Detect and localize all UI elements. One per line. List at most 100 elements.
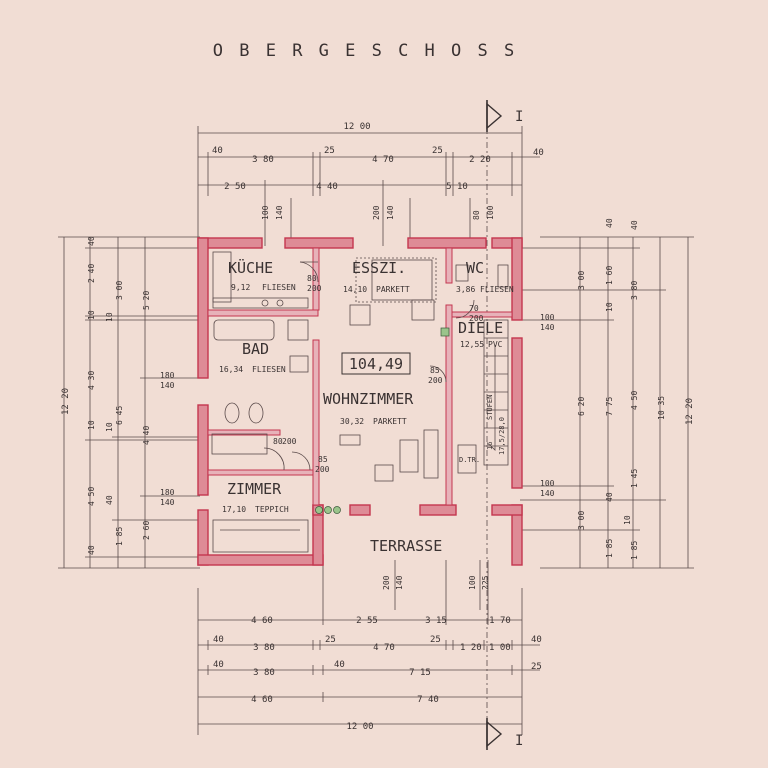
dim-right-c3-2: 1 85 [630,541,639,560]
door-zimmer-height: 200 [315,465,330,474]
fixtures [211,251,509,553]
stairs-ratio: 17,5/28,0 [498,417,506,455]
dim-left-c1-5: 4 50 [87,487,96,506]
dim-right-c1-3: 4 50 [630,391,639,410]
dim-bot-r2-1: 3 80 [253,643,275,653]
dim-top-r1-6: 40 [533,148,544,158]
exterior-walls [197,237,523,566]
dim-bot-r4-0: 4 60 [251,695,273,705]
room-zimmer-floor: TEPPICH [255,505,289,514]
room-zimmer-name: ZIMMER [227,480,282,498]
dim-right-c2-0: 3 00 [577,271,586,290]
dim-left-c3-2: 2 60 [142,521,151,540]
room-diele-name: DIELE [458,319,503,337]
dim-bot-r1-2: 3 15 [425,616,447,626]
dim-bot-total: 12 00 [346,722,373,732]
dim-bot-r3-2: 40 [334,660,345,670]
room-bad-name: BAD [242,340,269,358]
room-wohnzimmer-name: WOHNZIMMER [323,390,414,408]
dim-left-c1-0: 40 [87,236,96,246]
dim-left-c1-6: 40 [87,545,96,555]
dim-right-win-1-w: 100 [540,479,555,488]
section-marker-top: I [486,100,523,132]
room-kueche-name: KÜCHE [228,258,273,277]
dim-left-extra-1: 10 [105,422,114,432]
dim-terrace-win-1-h: 225 [481,575,490,590]
dim-terrace-win-0-h: 140 [395,575,404,590]
stairs-label: STUFEN [486,395,494,420]
door-zimmer-width: 85 [318,455,328,464]
dim-bot-r2-5: 1 20 [460,643,482,653]
dim-top-r1-3: 4 70 [372,155,394,165]
dim-left-c1-4: 10 [87,420,96,430]
room-wohnzimmer-area: 30,32 [340,417,364,426]
dim-bot-r2-0: 40 [213,635,224,645]
dim-right-c1-6: 1 85 [605,539,614,558]
dim-terrace-win-0-w: 200 [382,575,391,590]
room-wohnzimmer-floor: PARKETT [373,417,407,426]
room-esszi-name: ESSZI. [352,259,406,277]
dim-right-c2-2: 3 00 [577,511,586,530]
outlets [315,327,450,514]
dim-top-r2-0: 2 50 [224,182,246,192]
dim-right-total: 12 20 [685,398,695,425]
dimension-text: 12 00 40 3 80 25 4 70 25 2 20 40 2 50 4 … [61,122,695,732]
section-marker-bottom: I [486,718,523,750]
total-area: 104,49 [349,355,403,373]
door-wohn-height: 200 [428,376,443,385]
dim-left-c1-1: 2 40 [87,264,96,283]
dim-right-c2-1: 6 20 [577,397,586,416]
plan-title: O B E R G E S C H O S S [213,41,517,61]
dim-right-c3-0: 3 80 [630,281,639,300]
dim-bot-r2-3: 4 70 [373,643,395,653]
dim-left-c2-2: 1 85 [115,527,124,546]
room-bad-area: 16,34 [219,365,243,374]
room-bad-floor: FLIESEN [252,365,286,374]
dim-bot-r1-1: 2 55 [356,616,378,626]
room-wc-floor: FLIESEN [480,285,514,294]
dim-right-win-0-h: 140 [540,323,555,332]
dim-bot-r1-3: 1 70 [489,616,511,626]
section-label-top: I [515,109,523,125]
section-label-bottom: I [515,733,523,749]
dim-top-win-2-h: 100 [486,205,495,220]
dim-top-win-1-w: 200 [372,205,381,220]
dim-top-win-1-h: 140 [386,205,395,220]
dim-left-c1-2: 10 [87,310,96,320]
dim-right-win-0-w: 100 [540,313,555,322]
door-kueche-width: 80 [307,274,317,283]
dim-left-win-1-w: 180 [160,488,175,497]
dim-top-r1-4: 25 [432,146,443,156]
dim-bot-r3-0: 40 [213,660,224,670]
dimension-lines [58,100,694,745]
dim-right-c4: 10 35 [657,396,666,420]
dim-bot-r2-2: 25 [325,635,336,645]
dim-top-win-0-h: 140 [275,205,284,220]
plan-labels: KÜCHE 9,12 FLIESEN ESSZI. 14,10 PARKETT … [219,258,514,555]
interior-walls [207,247,513,506]
dim-right-extra-1: 40 [630,220,639,230]
stairs-count: 16 [486,442,494,450]
dim-bot-r4-1: 7 40 [417,695,439,705]
dim-bot-r3-4: 25 [531,662,542,672]
dim-left-extra-0: 10 [105,312,114,322]
dim-terrace-win-1-w: 100 [468,575,477,590]
dim-top-win-0-w: 100 [261,205,270,220]
dim-bot-r2-6: 1 00 [489,643,511,653]
dim-left-win-0-w: 180 [160,371,175,380]
dim-top-r1-5: 2 20 [469,155,491,165]
dim-bot-r3-3: 7 15 [409,668,431,678]
dim-bot-r2-7: 40 [531,635,542,645]
room-diele-floor: PVC [488,340,503,349]
dim-bot-r2-4: 25 [430,635,441,645]
dim-left-total: 12 20 [61,388,71,415]
room-esszi-area: 14,10 [343,285,367,294]
dim-right-win-1-h: 140 [540,489,555,498]
dim-left-extra-2: 40 [105,495,114,505]
dim-left-win-0-h: 140 [160,381,175,390]
dim-left-c2-0: 3 00 [115,281,124,300]
room-esszi-floor: PARKETT [376,285,410,294]
dim-top-r2-2: 5 10 [446,182,468,192]
